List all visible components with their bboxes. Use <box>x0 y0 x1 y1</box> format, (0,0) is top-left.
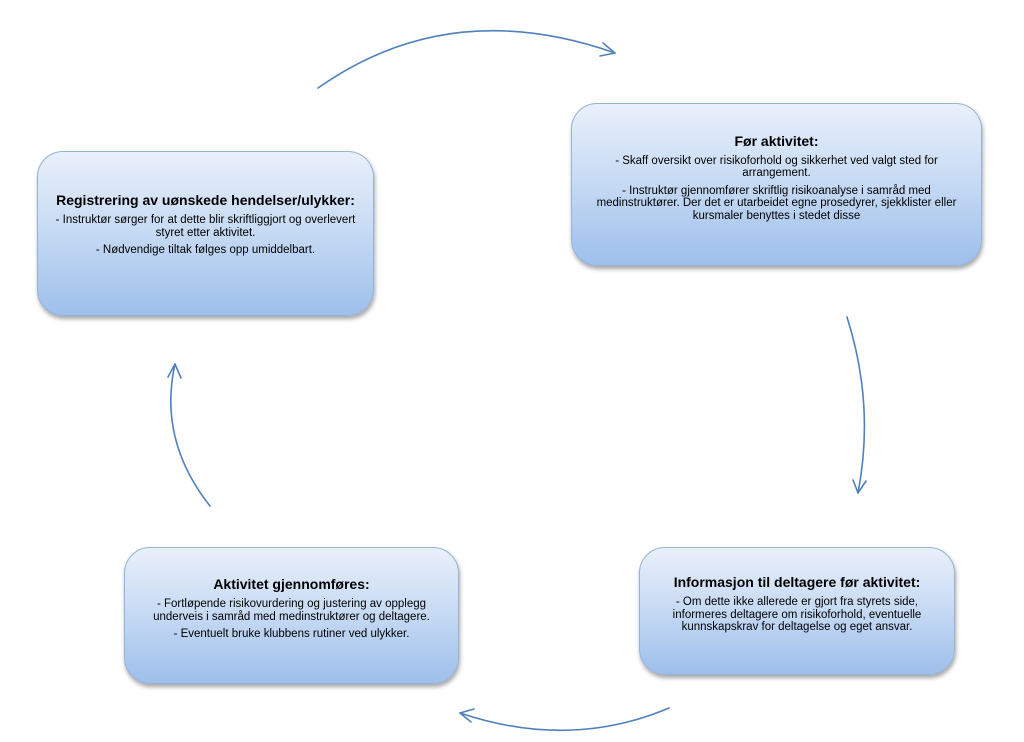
node-registrering: Registrering av uønskede hendelser/ulykk… <box>37 151 374 316</box>
arrow-right <box>846 316 866 494</box>
node-title: Registrering av uønskede hendelser/ulykk… <box>56 192 355 209</box>
node-informasjon: Informasjon til deltagere før aktivitet:… <box>639 547 955 675</box>
arrow-bottom-head <box>459 708 475 723</box>
node-text: - Eventuelt bruke klubbens rutiner ved u… <box>173 628 410 641</box>
arrow-left-head <box>167 363 182 379</box>
arrow-left <box>170 363 211 507</box>
arrow-top <box>317 29 616 89</box>
node-title: Informasjon til deltagere før aktivitet: <box>673 574 921 591</box>
node-text: - Fortløpende risikovurdering og justeri… <box>153 598 430 623</box>
node-title: Før aktivitet: <box>734 132 819 149</box>
arrow-top-head <box>599 42 616 57</box>
node-text: - Instruktør sørger for at dette blir sk… <box>55 214 356 239</box>
node-text: - Nødvendige tiltak følges opp umiddelba… <box>95 244 316 257</box>
node-text: - Om dette ikke allerede er gjort fra st… <box>672 596 922 634</box>
arrow-bottom <box>459 707 670 732</box>
node-for-aktivitet: Før aktivitet: - Skaff oversikt over ris… <box>571 103 982 266</box>
node-aktivitet-gjennomfores: Aktivitet gjennomføres: - Fortløpende ri… <box>124 547 459 684</box>
node-text: - Skaff oversikt over risikoforhold og s… <box>615 154 938 180</box>
node-title: Aktivitet gjennomføres: <box>213 576 370 593</box>
arrow-right-head <box>852 479 867 494</box>
node-text: - Instruktør gjennomfører skriftlig risi… <box>596 184 957 222</box>
